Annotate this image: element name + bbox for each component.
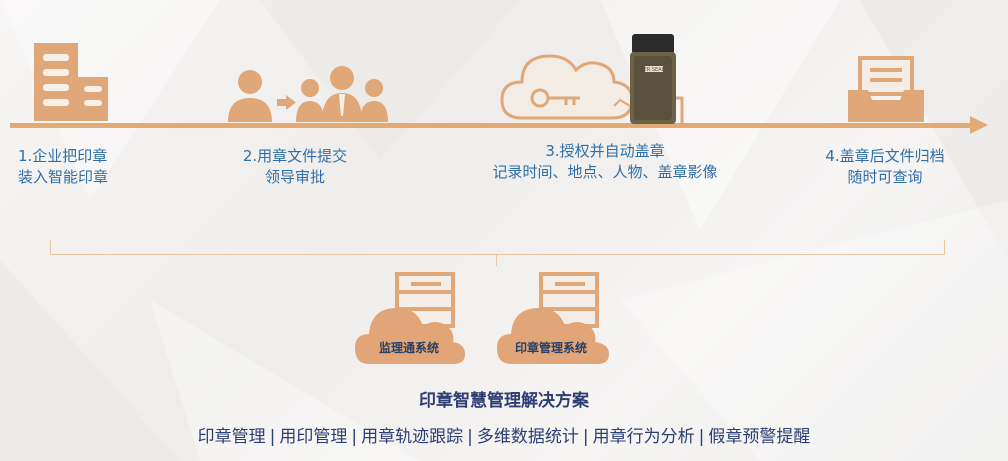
step-4-line-2: 随时可查询	[847, 168, 923, 186]
archive-tray-icon	[848, 56, 924, 122]
solution-title: 印章智慧管理解决方案	[419, 391, 589, 411]
step-3-line-1: 3.授权并自动盖章	[545, 142, 665, 160]
feature-item: 用章轨迹跟踪	[361, 427, 464, 447]
grouping-bracket	[50, 240, 945, 255]
device-brand: ER·SEAL	[644, 67, 665, 73]
server-cloud-icon: 监理通系统	[355, 272, 465, 364]
step-3-label: 3.授权并自动盖章 记录时间、地点、人物、盖章影像	[470, 141, 740, 183]
users-approval-icon	[228, 66, 388, 122]
grouping-bracket-stem	[496, 254, 497, 266]
step-2-line-1: 2.用章文件提交	[242, 147, 348, 165]
server-cloud-icon: 印章管理系统	[497, 272, 609, 364]
timeline-arrowhead	[970, 116, 988, 134]
feature-separator: |	[698, 427, 705, 447]
feature-item: 多维数据统计	[476, 427, 579, 447]
step-3-line-2: 记录时间、地点、人物、盖章影像	[492, 163, 718, 181]
feature-list: 印章管理|用印管理|用章轨迹跟踪|多维数据统计|用章行为分析|假章预警提醒	[0, 422, 1008, 447]
step-1-label: 1.企业把印章 装入智能印章	[18, 146, 108, 188]
step-2-line-2: 领导审批	[264, 168, 325, 186]
feature-item: 用章行为分析	[592, 427, 695, 447]
feature-item: 假章预警提醒	[708, 427, 811, 447]
feature-separator: |	[269, 427, 276, 447]
feature-item: 印章管理	[197, 427, 266, 447]
step-1-line-1: 1.企业把印章	[18, 147, 108, 165]
feature-separator: |	[582, 427, 589, 447]
system-1-label: 监理通系统	[379, 340, 439, 355]
cloud-key-seal-device-icon: ER·SEAL	[500, 34, 684, 124]
building-icon	[34, 43, 108, 121]
step-4-label: 4.盖章后文件归档 随时可查询	[810, 146, 960, 188]
feature-separator: |	[467, 427, 473, 447]
step-2-label: 2.用章文件提交 领导审批	[230, 146, 360, 188]
step-1-line-2: 装入智能印章	[18, 168, 109, 186]
step-4-line-1: 4.盖章后文件归档	[825, 147, 945, 165]
feature-separator: |	[351, 427, 358, 447]
process-timeline	[10, 123, 980, 128]
feature-item: 用印管理	[279, 427, 348, 447]
system-2-label: 印章管理系统	[515, 340, 587, 355]
